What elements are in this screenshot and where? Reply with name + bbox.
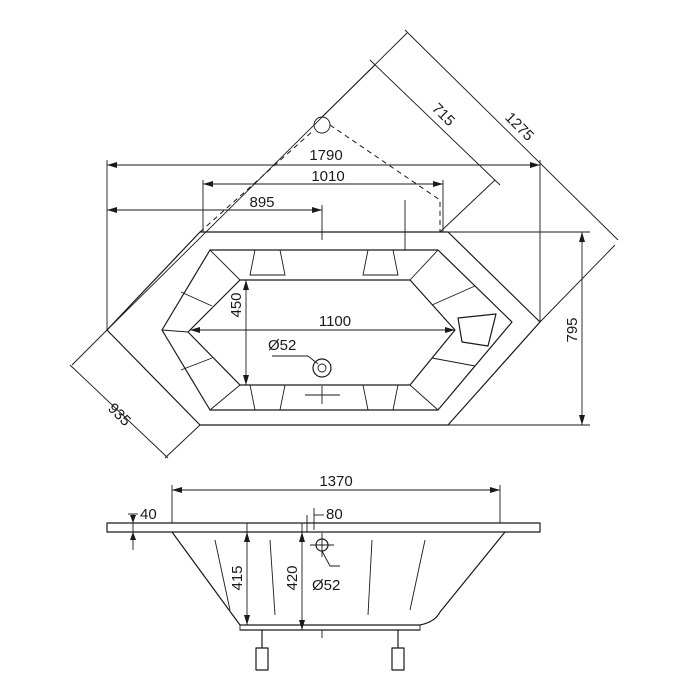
dim-diag-long: 1275 <box>501 109 537 145</box>
side-view: 1370 40 80 415 420 Ø52 <box>106 473 541 671</box>
headrest <box>457 313 497 347</box>
dim-depth-b: 420 <box>284 565 301 590</box>
dim-bottom-length: 1370 <box>319 473 352 490</box>
dim-total-depth: 795 <box>564 317 581 342</box>
dim-inner-length: 1100 <box>319 313 351 330</box>
drain-icon <box>312 358 332 378</box>
dim-inner-width: 450 <box>228 292 245 317</box>
armrest-top-right <box>362 249 399 276</box>
dim-to-drain: 895 <box>249 194 274 211</box>
dim-diag-left: 935 <box>104 400 134 430</box>
armrest-bottom-left <box>249 384 286 411</box>
dim-depth-a: 415 <box>229 565 246 590</box>
dim-drain-dia: Ø52 <box>268 337 296 354</box>
basin-facets <box>161 249 476 411</box>
dim-diag-short: 715 <box>428 100 458 130</box>
armrest-top-left <box>249 249 286 276</box>
side-tub-body <box>171 531 506 626</box>
dim-rim: 40 <box>140 506 157 523</box>
dim-overflow-dia: Ø52 <box>312 577 340 594</box>
dim-total-width: 1790 <box>309 147 342 164</box>
armrest-bottom-right <box>362 384 399 411</box>
overflow-icon <box>313 116 331 134</box>
overflow-pipe-dashed <box>329 124 441 232</box>
dim-top-inner: 1010 <box>311 168 344 185</box>
side-rim <box>106 522 541 533</box>
feet <box>255 629 405 671</box>
side-ribs <box>214 539 426 616</box>
dim-overflow-offset: 80 <box>326 506 343 523</box>
plan-view: 1790 1010 895 1100 450 795 <box>69 29 619 459</box>
